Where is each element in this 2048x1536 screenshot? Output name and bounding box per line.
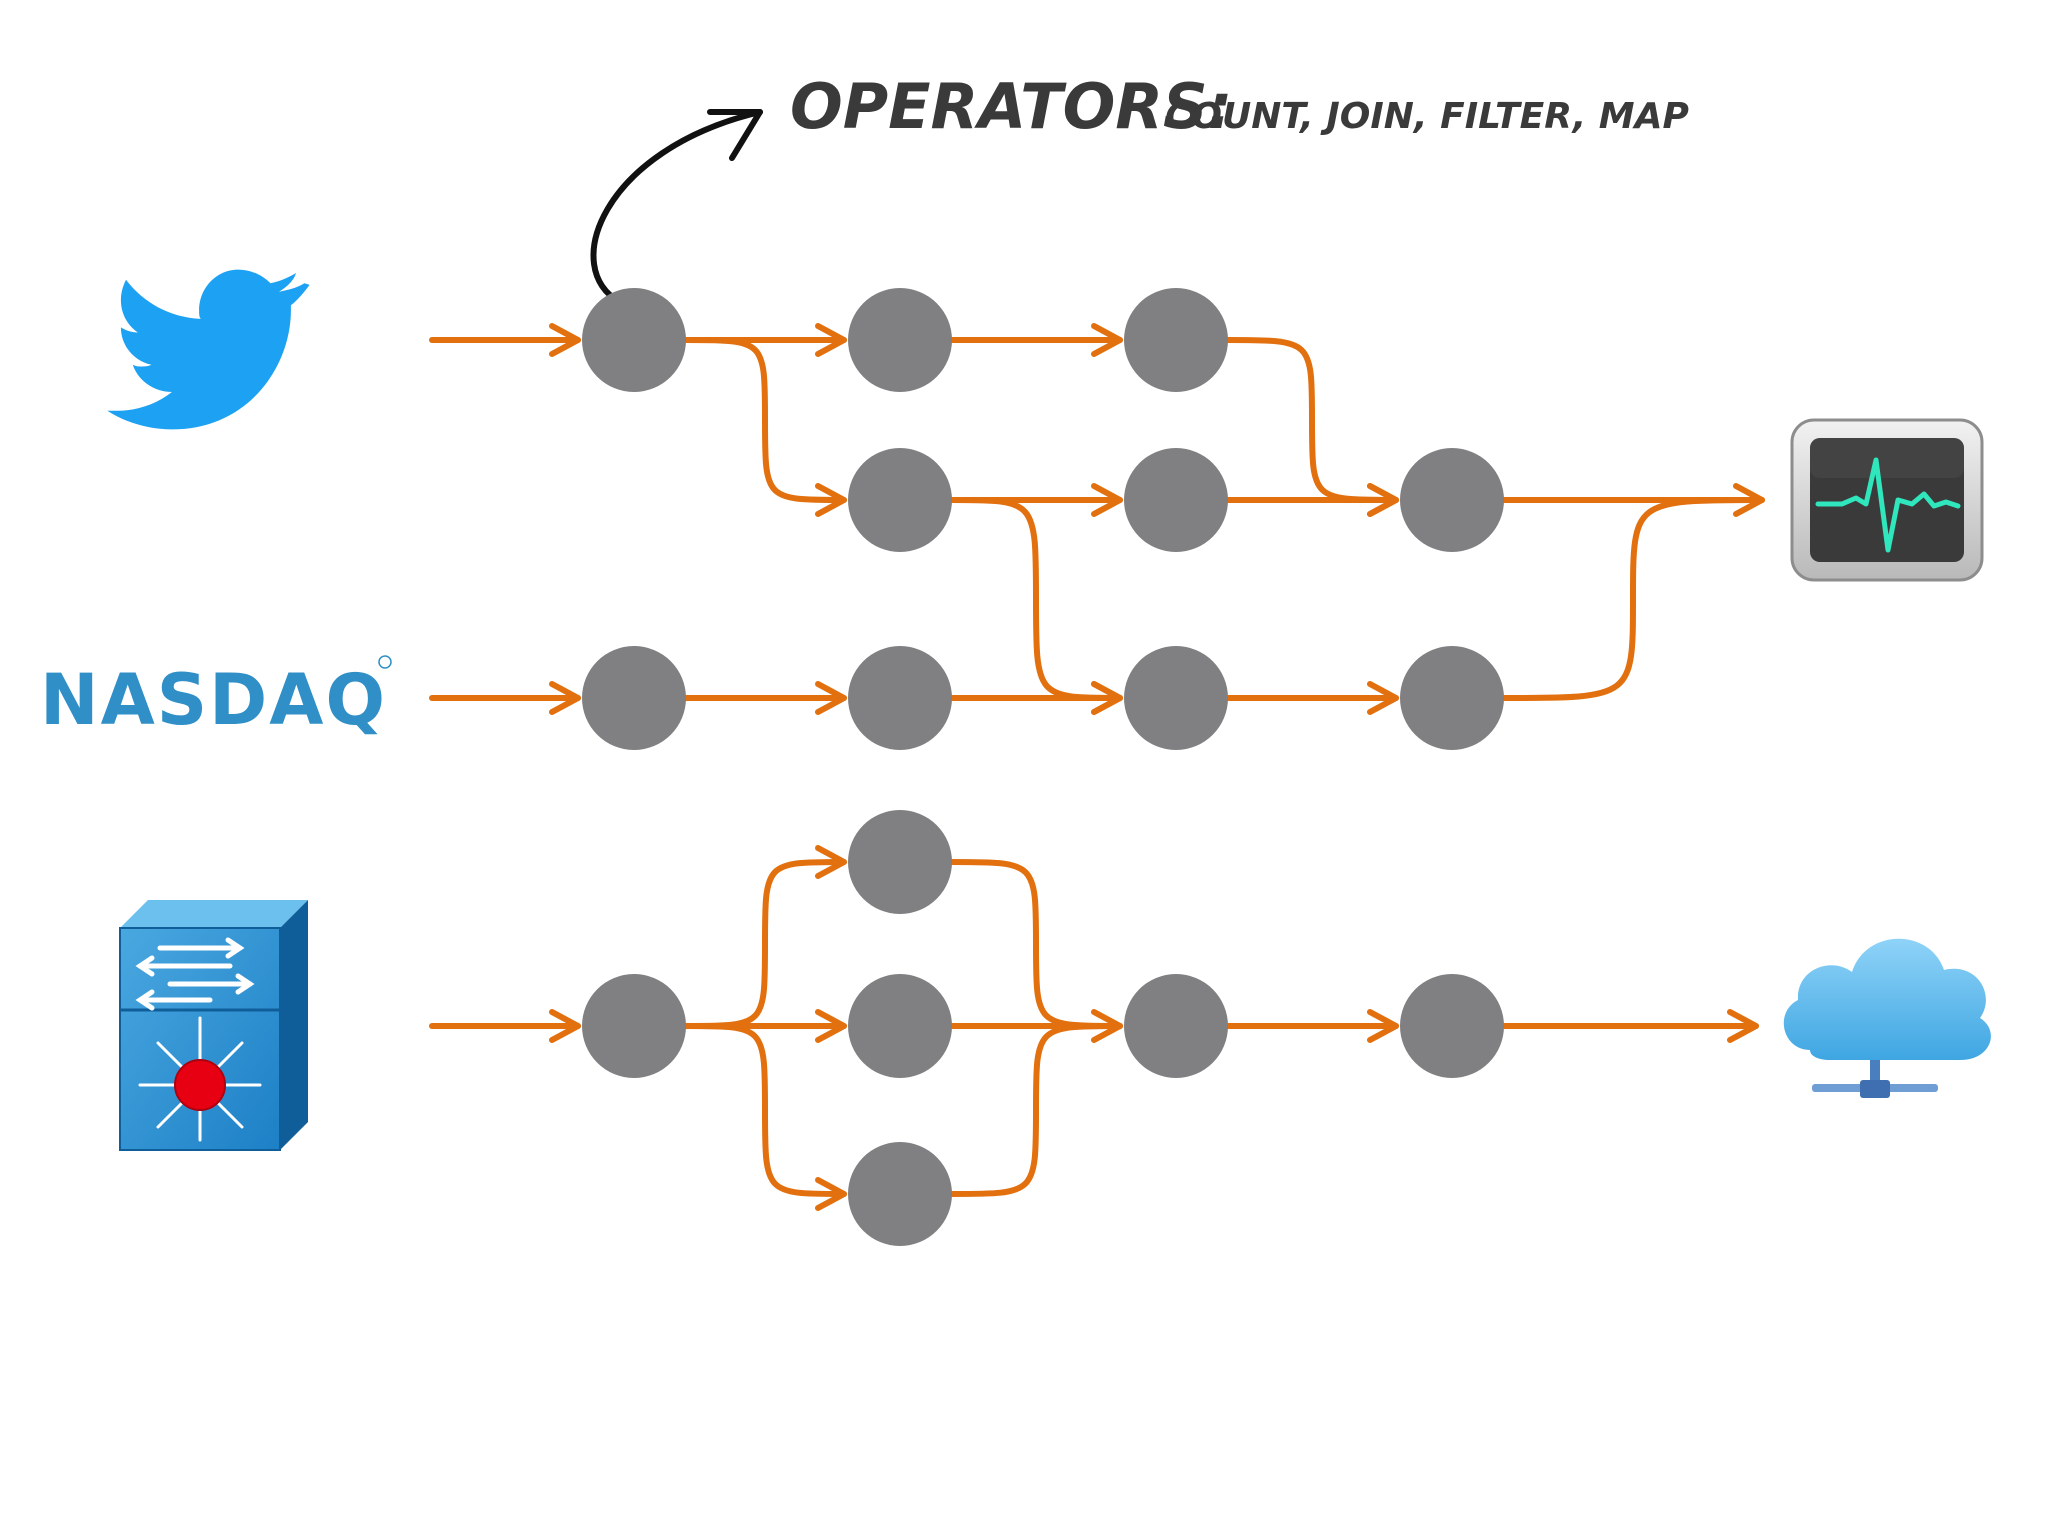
operator-node-b4: [1400, 448, 1504, 552]
edge-e1-d2: [683, 859, 847, 1029]
edge-e1-d2-arrowhead: [815, 845, 847, 879]
edge-c2-c3-arrowhead: [1091, 681, 1123, 715]
nasdaq-label: NASDAQ: [40, 659, 387, 741]
edge-a2-a3-arrowhead: [1091, 323, 1123, 357]
network-switch-icon: [119, 900, 308, 1151]
operators-annotation: OPERATORS: COUNT, JOIN, FILTER, MAP: [590, 70, 1689, 305]
operators-list: COUNT, JOIN, FILTER, MAP: [1165, 96, 1689, 137]
cloud-server-icon: [1783, 938, 1991, 1098]
operator-node-b2: [848, 448, 952, 552]
edge-b2-b3-arrowhead: [1091, 483, 1123, 517]
operators-title: OPERATORS:: [790, 70, 1232, 143]
edge-a1-b2-arrowhead: [815, 483, 847, 517]
operator-node-a3: [1124, 288, 1228, 392]
edge-e4-cloud-arrowhead: [1727, 1009, 1759, 1043]
edge-twitter-in-arrowhead: [549, 323, 581, 357]
operator-nodes: [582, 288, 1504, 1246]
edge-a3-b4: [1225, 337, 1399, 503]
annotation-arrowhead: [707, 109, 763, 161]
edge-f2-e3: [949, 1023, 1123, 1197]
annotation-arrow: [590, 109, 763, 305]
activity-monitor-icon: [1790, 418, 1984, 582]
operator-node-c3: [1124, 646, 1228, 750]
edge-e1-f2-arrowhead: [815, 1177, 847, 1211]
operator-node-d2: [848, 810, 952, 914]
edge-c3-c4-arrowhead: [1367, 681, 1399, 715]
operator-node-e1: [582, 974, 686, 1078]
edge-b3-b4-arrowhead: [1367, 483, 1399, 517]
operator-node-c1: [582, 646, 686, 750]
operator-node-c2: [848, 646, 952, 750]
operator-node-e2: [848, 974, 952, 1078]
twitter-bird-icon: [107, 269, 310, 430]
edge-a1-a2-arrowhead: [815, 323, 847, 357]
operator-node-a2: [848, 288, 952, 392]
edge-e1-e2-arrowhead: [815, 1009, 847, 1043]
operator-node-a1: [582, 288, 686, 392]
operator-node-f2: [848, 1142, 952, 1246]
nasdaq-logo: NASDAQ: [40, 655, 392, 741]
edge-e1-f2: [683, 1023, 847, 1197]
operator-node-e3: [1124, 974, 1228, 1078]
edge-c1-c2-arrowhead: [815, 681, 847, 715]
edge-nasdaq-in-arrowhead: [549, 681, 581, 715]
edge-a1-b2: [683, 337, 847, 503]
operator-node-c4: [1400, 646, 1504, 750]
edge-c4-monitor: [1501, 497, 1765, 701]
operator-node-b3: [1124, 448, 1228, 552]
edge-d2-e3: [949, 859, 1123, 1029]
edge-e3-e4-arrowhead: [1367, 1009, 1399, 1043]
edge-b2-c3: [949, 497, 1123, 701]
operator-node-e4: [1400, 974, 1504, 1078]
edges: [429, 323, 1765, 1211]
edge-switch-in-arrowhead: [549, 1009, 581, 1043]
